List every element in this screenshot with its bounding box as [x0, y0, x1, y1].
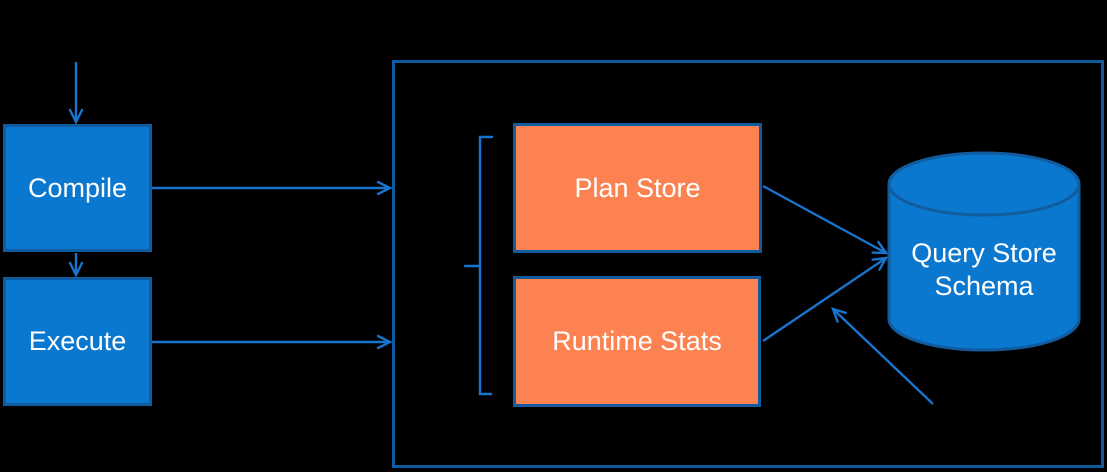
plan-store-node: Plan Store	[513, 123, 762, 253]
query-store-schema-label-line2: Schema	[934, 271, 1034, 301]
compile-label: Compile	[27, 172, 128, 203]
execute-label: Execute	[28, 326, 127, 356]
runtime-stats-node: Runtime Stats	[513, 276, 761, 407]
query-store-schema-label: Query Store Schema	[888, 237, 1080, 303]
execute-node: Execute	[3, 277, 152, 406]
query-store-schema-label-line1: Query Store	[911, 238, 1057, 268]
plan-store-label: Plan Store	[574, 172, 701, 203]
runtime-stats-label: Runtime Stats	[552, 326, 722, 356]
compile-node: Compile	[3, 124, 152, 252]
query-store-container-box	[392, 60, 1104, 468]
